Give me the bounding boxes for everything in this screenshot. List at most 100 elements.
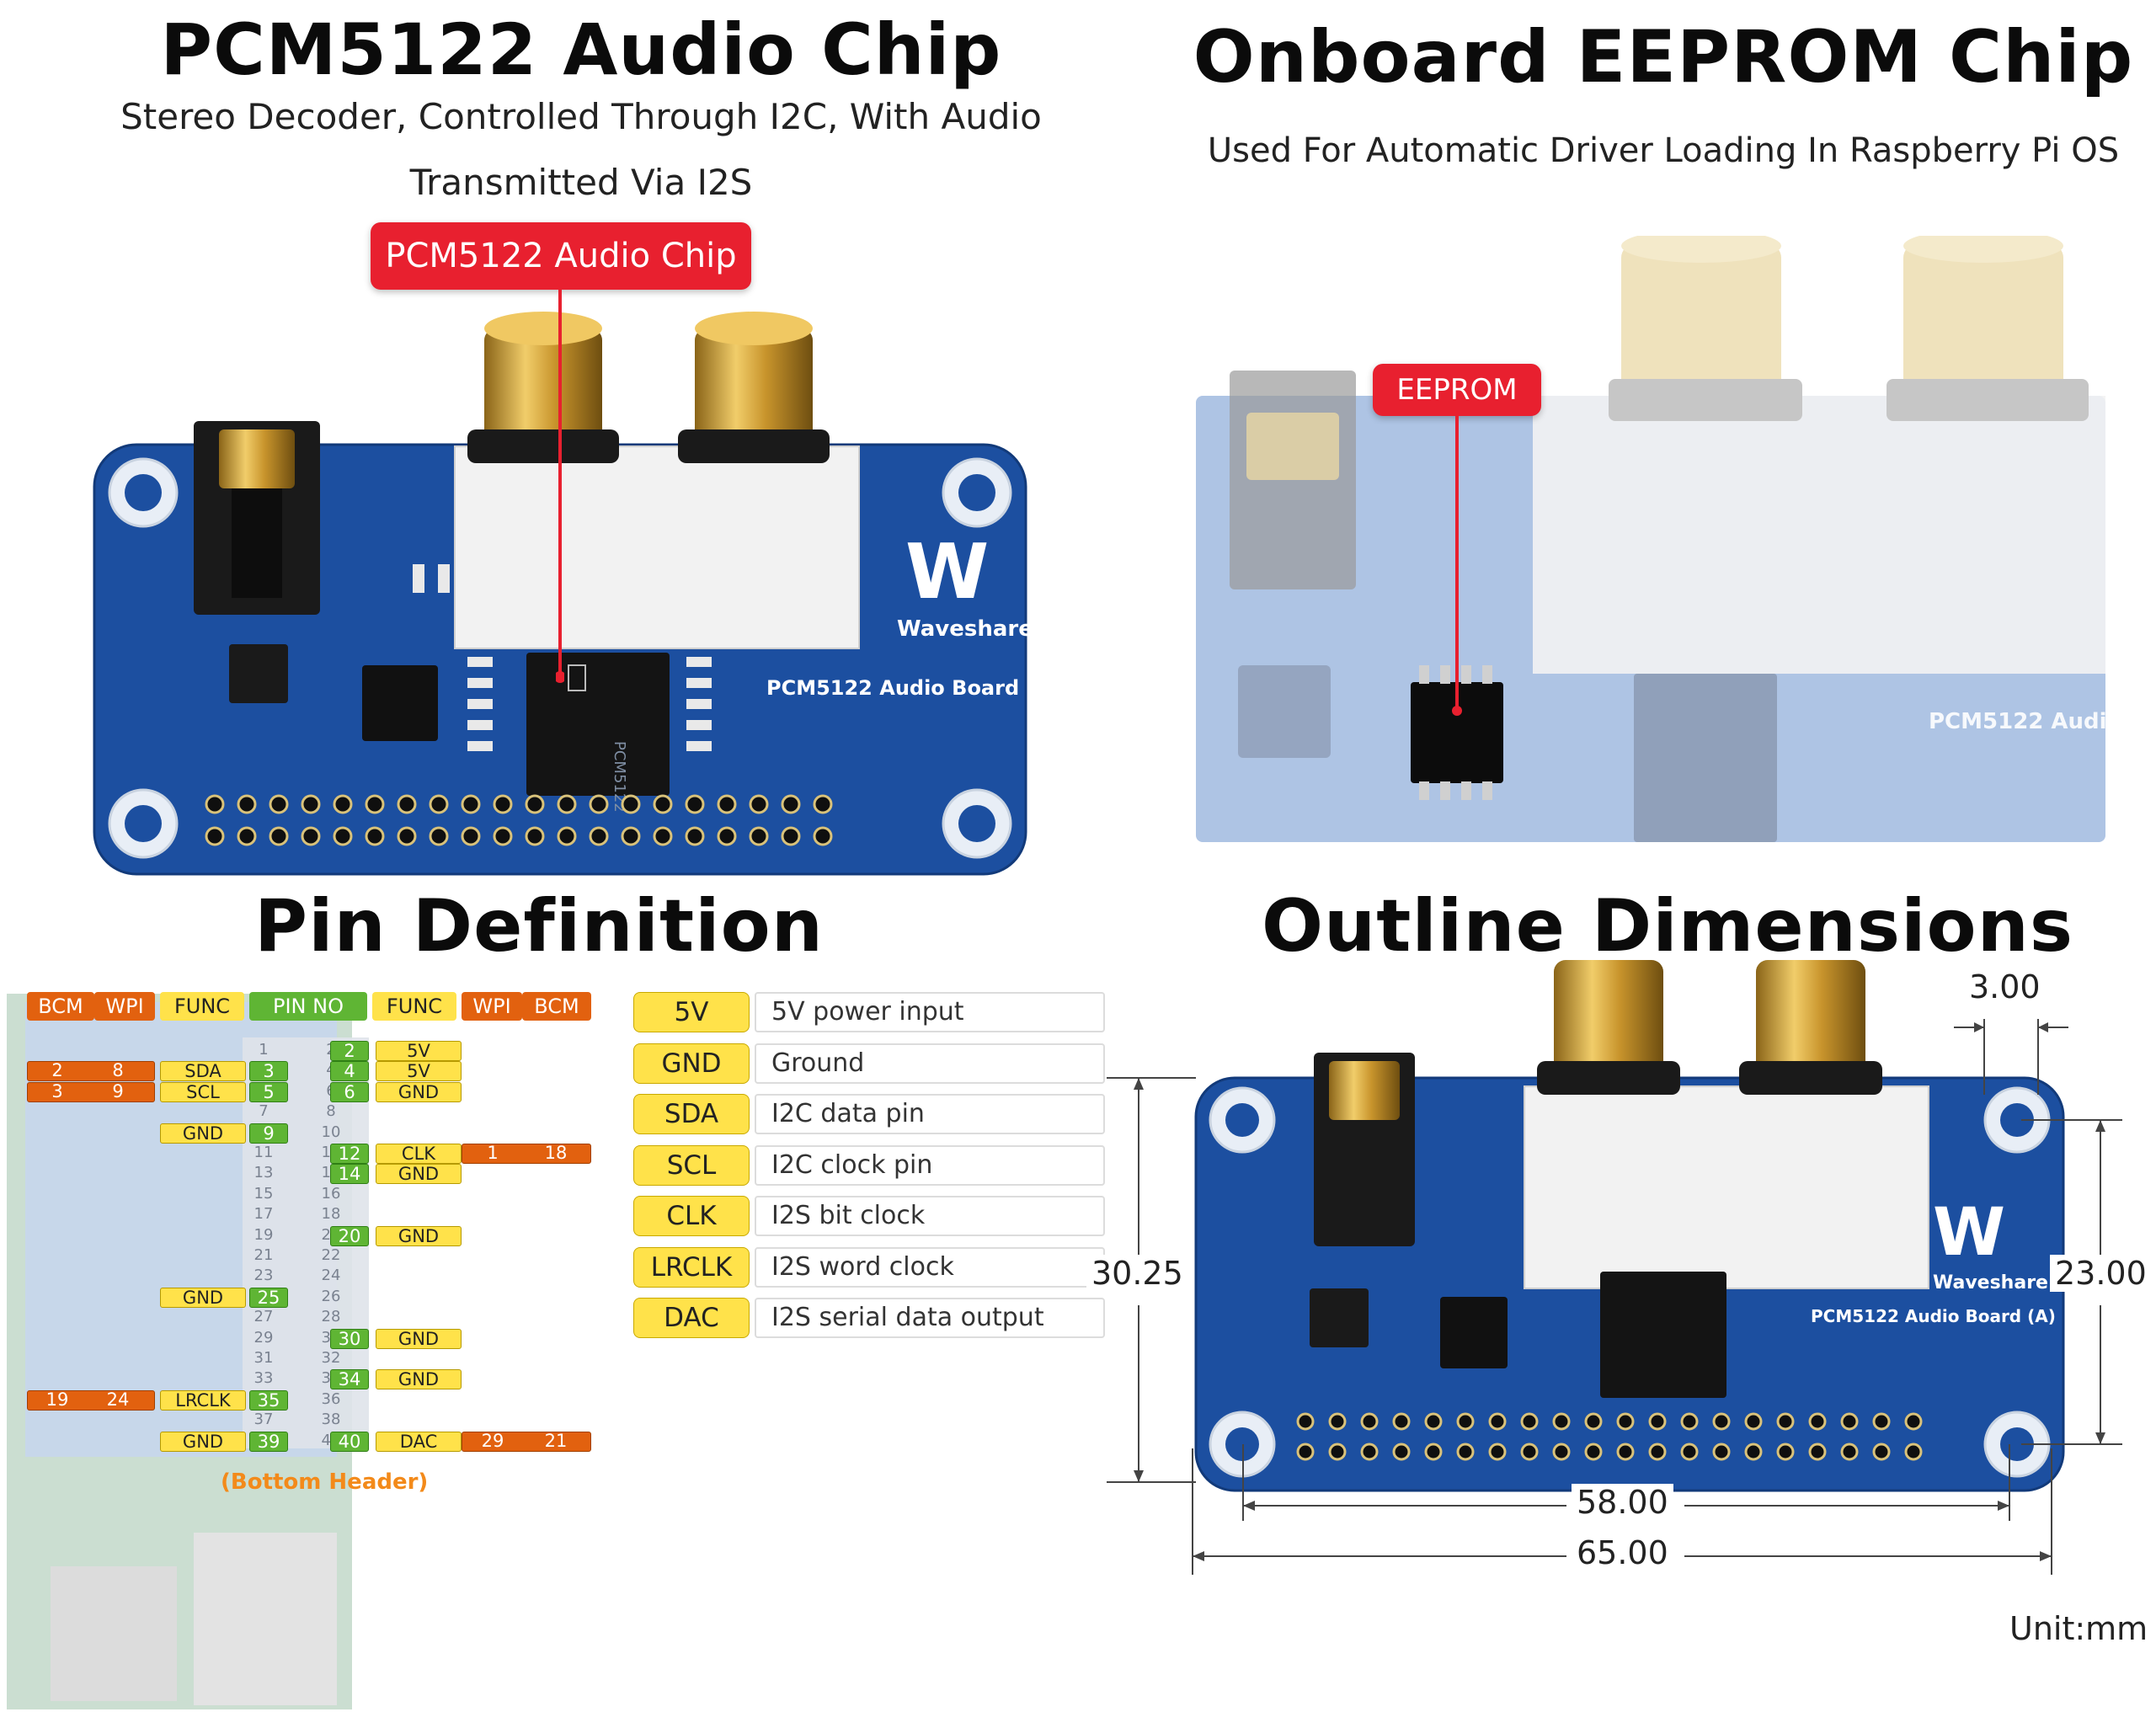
- left-row-pin: 39: [249, 1431, 288, 1452]
- pin-number-21: 21: [253, 1246, 274, 1264]
- left-row-bcm-wpi-bar: [27, 1061, 155, 1082]
- eeprom-board-image: PCM5122 Audi: [1196, 236, 2107, 842]
- pin-definition-title: Pin Definition: [254, 884, 824, 968]
- right-row-func: 5V: [376, 1061, 462, 1082]
- dim-width-holes: 58.00: [1572, 1484, 1673, 1521]
- right-row-bcm: 18: [544, 1143, 568, 1163]
- legend-description: Ground: [755, 1043, 1105, 1084]
- right-row-pin: 6: [330, 1081, 369, 1102]
- legend-description: I2C clock pin: [755, 1144, 1105, 1186]
- right-row-func: DAC: [376, 1431, 462, 1452]
- right-row-wpi-bcm-bar: [462, 1431, 591, 1452]
- header-func-right: FUNC: [372, 992, 456, 1021]
- right-row-bcm: 21: [544, 1430, 568, 1451]
- pin-number-27: 27: [253, 1308, 274, 1326]
- header-bcm-left: BCM: [27, 992, 94, 1021]
- right-row-wpi: 29: [481, 1430, 504, 1451]
- legend-description: 5V power input: [755, 992, 1105, 1032]
- eeprom-subtitle: Used For Automatic Driver Loading In Ras…: [1207, 131, 2120, 170]
- left-row-pin: 25: [249, 1287, 288, 1308]
- right-row-wpi-bcm-bar: [462, 1144, 591, 1164]
- header-wpi-left: WPI: [94, 992, 155, 1021]
- outline-board-image: W Waveshare PCM5122 Audio Board (A): [1194, 960, 2065, 1492]
- left-row-func: SDA: [160, 1061, 246, 1082]
- bottom-header-label: (Bottom Header): [221, 1469, 429, 1495]
- legend-key: CLK: [633, 1196, 750, 1236]
- header-func-left: FUNC: [160, 992, 244, 1021]
- right-row-func: GND: [376, 1081, 462, 1102]
- left-row-bcm: 2: [51, 1060, 63, 1081]
- pin-number-18: 18: [321, 1205, 341, 1224]
- pin-number-32: 32: [321, 1349, 341, 1367]
- pin-number-15: 15: [253, 1184, 274, 1203]
- pi-usb-port: [51, 1566, 177, 1701]
- right-row-func: GND: [376, 1369, 462, 1390]
- dim-unit: Unit:mm: [2004, 1610, 2153, 1647]
- pin-number-10: 10: [321, 1123, 341, 1141]
- right-row-func: GND: [376, 1164, 462, 1185]
- svg-text:PCM5122 Audi: PCM5122 Audi: [1929, 709, 2107, 734]
- pin-number-19: 19: [253, 1225, 274, 1244]
- board-brand-text: Waveshare: [897, 616, 1033, 642]
- legend-key: SCL: [633, 1144, 750, 1186]
- left-row-func: GND: [160, 1123, 246, 1144]
- right-row-pin: 14: [330, 1164, 369, 1185]
- left-row-func: GND: [160, 1431, 246, 1452]
- left-row-bcm: 19: [45, 1389, 69, 1410]
- left-row-wpi: 8: [112, 1060, 124, 1081]
- audio-chip-title: PCM5122 Audio Chip: [160, 8, 1002, 91]
- right-row-wpi: 1: [487, 1143, 499, 1163]
- right-row-pin: 40: [330, 1431, 369, 1452]
- legend-description: I2S word clock: [755, 1246, 1105, 1288]
- pin-number-8: 8: [326, 1102, 336, 1121]
- legend-key: SDA: [633, 1094, 750, 1134]
- right-row-pin: 2: [330, 1041, 369, 1061]
- legend-description: I2S bit clock: [755, 1196, 1105, 1236]
- legend-description: I2S serial data output: [755, 1298, 1105, 1338]
- right-row-func: GND: [376, 1225, 462, 1246]
- pin-number-36: 36: [321, 1389, 341, 1408]
- left-row-wpi: 24: [106, 1389, 130, 1410]
- eeprom-callout-line: [1452, 416, 1462, 716]
- left-row-pin: 3: [249, 1061, 288, 1082]
- dim-hole-diameter: 3.00: [1964, 968, 2046, 1005]
- left-row-bcm-wpi-bar: [27, 1389, 155, 1411]
- svg-text:Waveshare: Waveshare: [1933, 1272, 2048, 1293]
- legend-key: DAC: [633, 1298, 750, 1338]
- board-model-text: PCM5122 Audio Board (A): [766, 676, 1044, 700]
- pin-number-31: 31: [253, 1349, 274, 1367]
- header-bcm-right: BCM: [522, 992, 591, 1021]
- svg-text:PCM5122 Audio Board (A): PCM5122 Audio Board (A): [1811, 1306, 2056, 1326]
- dim-height-total: 30.25: [1086, 1255, 1188, 1292]
- header-wpi-right: WPI: [462, 992, 522, 1021]
- left-row-wpi: 9: [112, 1080, 124, 1101]
- left-row-pin: 9: [249, 1123, 288, 1144]
- audio-chip-callout-line: [556, 290, 564, 683]
- svg-text:W: W: [1933, 1195, 2005, 1271]
- eeprom-title: Onboard EEPROM Chip: [1193, 15, 2134, 99]
- left-row-pin: 35: [249, 1389, 288, 1411]
- audio-chip-callout: PCM5122 Audio Chip: [371, 222, 751, 290]
- pin-number-29: 29: [253, 1328, 274, 1347]
- audio-chip-subtitle-2: Transmitted Via I2S: [409, 162, 753, 203]
- legend-description: I2C data pin: [755, 1094, 1105, 1134]
- pin-number-28: 28: [321, 1308, 341, 1326]
- pin-number-7: 7: [259, 1102, 269, 1121]
- right-row-pin: 4: [330, 1061, 369, 1082]
- right-row-pin: 12: [330, 1144, 369, 1164]
- pin-number-24: 24: [321, 1267, 341, 1285]
- legend-key: GND: [633, 1043, 750, 1084]
- right-row-pin: 20: [330, 1225, 369, 1246]
- outline-title: Outline Dimensions: [1261, 884, 2074, 968]
- pin-number-13: 13: [253, 1164, 274, 1182]
- svg-text:W: W: [905, 528, 989, 616]
- pi-ethernet-port: [194, 1533, 337, 1705]
- dim-height-holes: 23.00: [2050, 1255, 2152, 1292]
- left-row-func: LRCLK: [160, 1389, 246, 1411]
- pin-number-23: 23: [253, 1267, 274, 1285]
- pin-number-11: 11: [253, 1144, 274, 1161]
- legend-key: 5V: [633, 992, 750, 1032]
- pin-number-33: 33: [253, 1369, 274, 1388]
- left-row-bcm: 3: [51, 1080, 63, 1101]
- right-row-func: 5V: [376, 1041, 462, 1061]
